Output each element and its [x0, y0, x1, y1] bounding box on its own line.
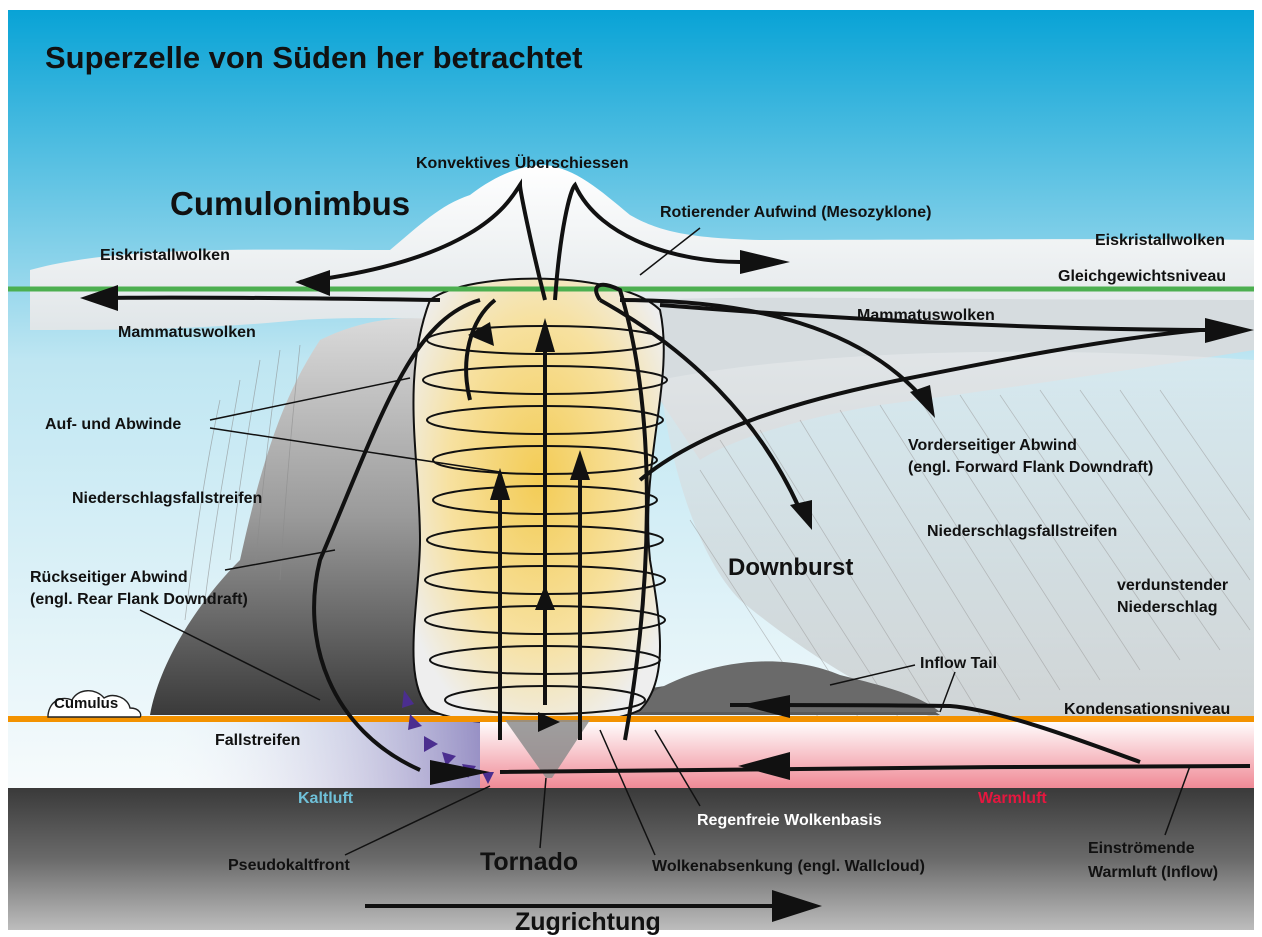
label-ice-left: Eiskristallwolken: [100, 247, 230, 264]
label-inflow-2: Warmluft (Inflow): [1088, 864, 1218, 881]
label-precip-right: Niederschlagsfallstreifen: [927, 523, 1117, 540]
label-kaltluft: Kaltluft: [298, 790, 354, 807]
diagram-title: Superzelle von Süden her betrachtet: [45, 40, 582, 75]
label-ffd-2: (engl. Forward Flank Downdraft): [908, 459, 1153, 476]
label-warmluft: Warmluft: [978, 790, 1047, 807]
label-evap-1: verdunstender: [1117, 577, 1228, 594]
label-pseudo-cold-front: Pseudokaltfront: [228, 857, 350, 874]
label-evap-2: Niederschlag: [1117, 599, 1217, 616]
label-ffd-1: Vorderseitiger Abwind: [908, 437, 1077, 454]
label-rainfree-base: Regenfreie Wolkenbasis: [697, 812, 882, 829]
label-mammatus-right: Mammatuswolken: [857, 307, 995, 324]
label-precip-left: Niederschlagsfallstreifen: [72, 490, 262, 507]
label-mesocyclone: Rotierender Aufwind (Mesozyklone): [660, 204, 931, 221]
label-cumulonimbus: Cumulonimbus: [170, 185, 410, 222]
label-overshoot: Konvektives Überschiessen: [416, 153, 629, 172]
label-inflow-1: Einströmende: [1088, 840, 1195, 857]
label-ice-right: Eiskristallwolken: [1095, 232, 1225, 249]
label-rfd-2: (engl. Rear Flank Downdraft): [30, 591, 248, 608]
label-downburst: Downburst: [728, 554, 853, 581]
label-equilibrium: Gleichgewichtsniveau: [1058, 268, 1226, 285]
label-condensation: Kondensationsniveau: [1064, 701, 1230, 718]
label-fallstreifen: Fallstreifen: [215, 732, 300, 749]
label-direction: Zugrichtung: [515, 908, 661, 936]
label-cumulus: Cumulus: [54, 695, 118, 712]
label-wallcloud: Wolkenabsenkung (engl. Wallcloud): [652, 858, 925, 875]
label-mammatus-left: Mammatuswolken: [118, 324, 256, 341]
warm-air-region: [480, 720, 1254, 788]
label-tornado: Tornado: [480, 848, 578, 876]
label-rfd-1: Rückseitiger Abwind: [30, 569, 188, 586]
label-inflow-tail: Inflow Tail: [920, 655, 997, 672]
label-updrafts: Auf- und Abwinde: [45, 416, 181, 433]
